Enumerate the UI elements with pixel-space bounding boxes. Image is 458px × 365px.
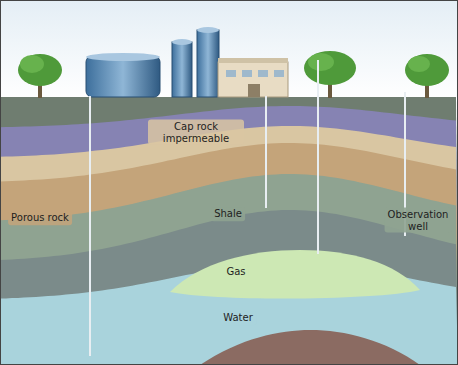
layer-label: Porous rock xyxy=(8,211,72,225)
wells xyxy=(90,60,405,356)
trees xyxy=(18,51,449,98)
layer-label: Gas xyxy=(223,265,248,279)
rock-layer xyxy=(0,126,458,365)
rock-layer xyxy=(0,143,458,365)
rock-layer xyxy=(0,174,458,365)
layer-label: Cap rock impermeable xyxy=(148,120,244,145)
layer-label: Water xyxy=(220,311,256,325)
rock-layer xyxy=(0,106,458,365)
basement-rock xyxy=(200,330,420,365)
sky xyxy=(0,0,458,100)
rock-strata xyxy=(0,97,458,365)
topsoil-layer xyxy=(0,97,458,365)
surface-facilities xyxy=(86,27,288,97)
layer-label: Shale xyxy=(211,207,245,221)
rock-layer xyxy=(0,210,458,365)
well-label: Observation well xyxy=(385,208,452,233)
gas-pocket xyxy=(170,250,420,299)
